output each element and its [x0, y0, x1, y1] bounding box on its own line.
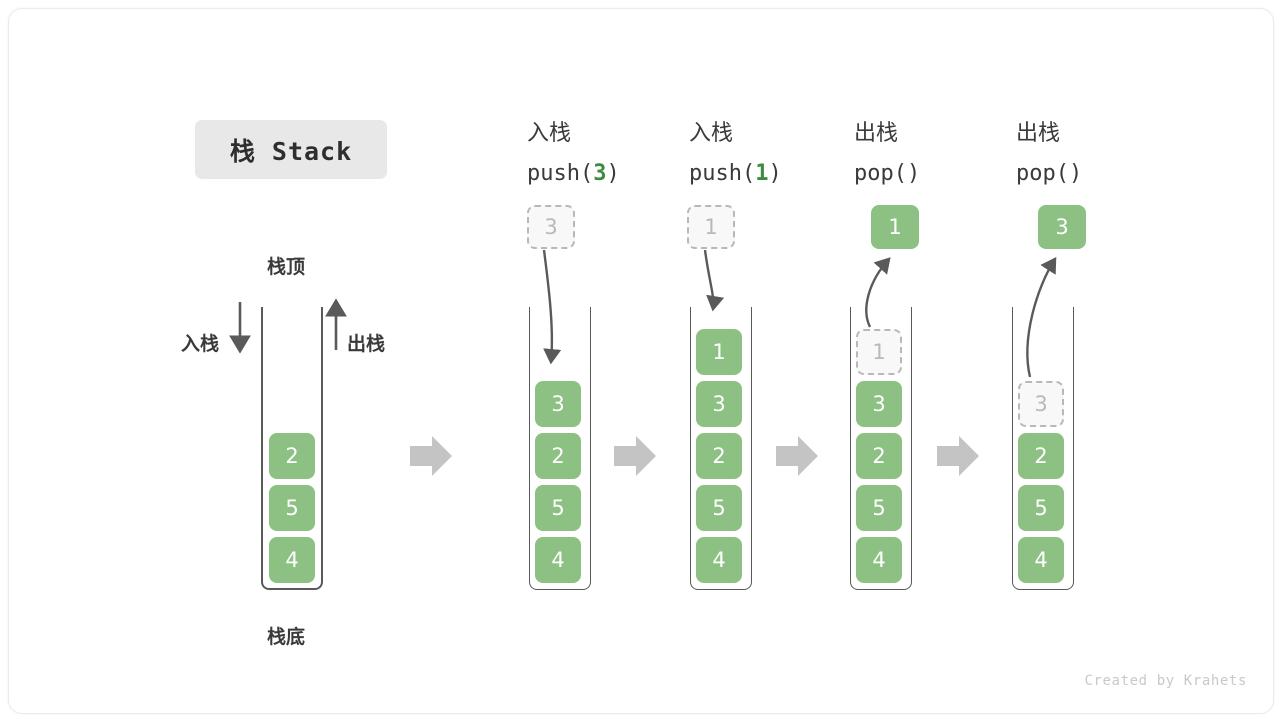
code-suffix: )	[1068, 161, 1083, 186]
floating-element-popped: 3	[1038, 205, 1086, 249]
step-op-label: 出栈	[854, 121, 899, 146]
stack-bottom-label: 栈底	[267, 626, 306, 648]
stack-cell: 4	[856, 537, 902, 583]
step-code-label: pop()	[854, 154, 1024, 194]
diagram-card: 栈 Stack 栈顶 入栈 出栈 2 5 4 栈底 入栈 push(3) 3 3…	[8, 8, 1274, 714]
step-stack-container	[690, 307, 752, 590]
code-prefix: pop(	[854, 161, 907, 186]
step-op-label: 出栈	[1016, 121, 1061, 146]
base-stack-container	[261, 307, 323, 590]
pop-direction-label: 出栈	[347, 333, 386, 355]
stack-cell: 3	[856, 381, 902, 427]
stack-cell: 5	[535, 485, 581, 531]
stack-cell: 2	[269, 433, 315, 479]
stack-cell: 3	[535, 381, 581, 427]
stack-cell: 4	[1018, 537, 1064, 583]
step-header-pop-3: 出栈 pop()	[1016, 114, 1186, 194]
step-stack-container	[529, 307, 591, 590]
stack-cell: 1	[696, 329, 742, 375]
floating-element-ghost: 3	[527, 205, 575, 249]
code-suffix: )	[768, 161, 782, 186]
step-separator-arrow	[937, 436, 979, 476]
step-code-label: pop()	[1016, 154, 1186, 194]
floating-element-popped: 1	[871, 205, 919, 249]
stack-cell: 5	[269, 485, 315, 531]
step-separator-arrow	[776, 436, 818, 476]
code-arg: 1	[755, 161, 769, 186]
step-separator-arrow	[614, 436, 656, 476]
code-prefix: push(	[689, 161, 756, 186]
code-suffix: )	[906, 161, 921, 186]
stack-cell: 4	[696, 537, 742, 583]
step-code-label: push(3)	[527, 154, 697, 194]
code-arg: 3	[593, 161, 607, 186]
step-code-label: push(1)	[689, 154, 859, 194]
step-header-push-1: 入栈 push(1)	[689, 114, 859, 194]
watermark: Created by Krahets	[1084, 673, 1247, 689]
code-prefix: push(	[527, 161, 594, 186]
stack-cell: 4	[535, 537, 581, 583]
stack-cell: 2	[535, 433, 581, 479]
step-stack-container	[850, 307, 912, 590]
step-op-label: 入栈	[689, 121, 734, 146]
stack-cell: 2	[696, 433, 742, 479]
floating-element-ghost: 1	[687, 205, 735, 249]
push-flow-arrow	[703, 249, 725, 312]
stack-cell: 4	[269, 537, 315, 583]
stack-cell-ghost: 1	[856, 329, 902, 375]
push-direction-label: 入栈	[181, 333, 220, 355]
step-separator-arrow	[410, 436, 452, 476]
page-title: 栈 Stack	[195, 120, 387, 179]
stack-cell: 5	[1018, 485, 1064, 531]
stack-top-label: 栈顶	[267, 256, 306, 278]
step-header-pop-1: 出栈 pop()	[854, 114, 1024, 194]
code-suffix: )	[606, 161, 620, 186]
stack-cell: 2	[856, 433, 902, 479]
code-prefix: pop(	[1016, 161, 1069, 186]
stack-cell: 5	[696, 485, 742, 531]
stack-cell: 2	[1018, 433, 1064, 479]
stack-cell: 3	[696, 381, 742, 427]
step-header-push-3: 入栈 push(3)	[527, 114, 697, 194]
step-op-label: 入栈	[527, 121, 572, 146]
stack-cell: 5	[856, 485, 902, 531]
step-stack-container	[1012, 307, 1074, 590]
stack-cell-ghost: 3	[1018, 381, 1064, 427]
